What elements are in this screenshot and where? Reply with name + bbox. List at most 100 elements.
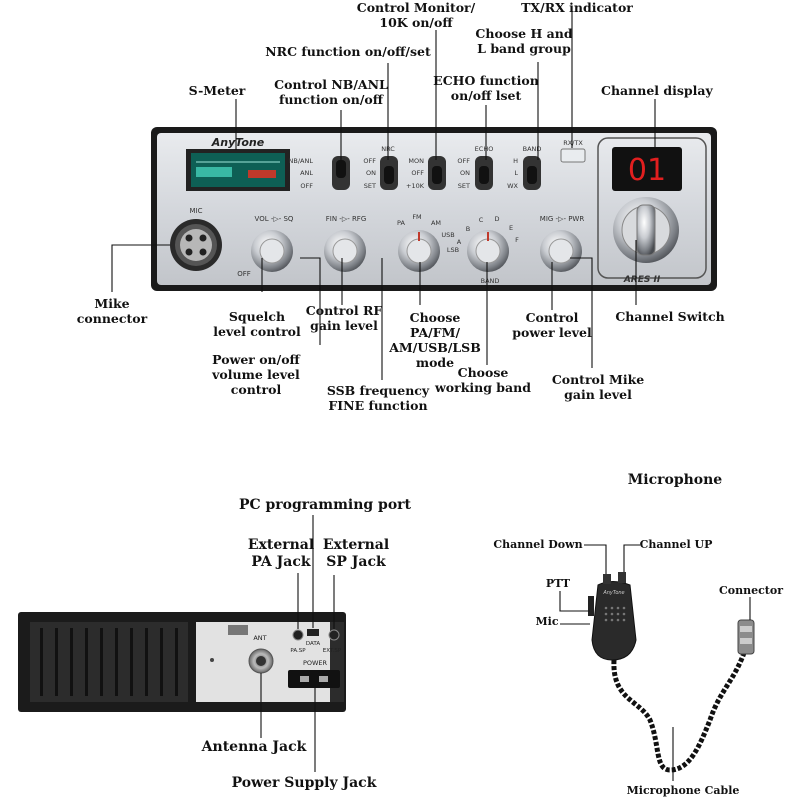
callout-mike-connector: Mike connector	[76, 296, 148, 326]
ext-sp-jack[interactable]	[328, 629, 340, 641]
fin-rfg-label: FIN -▷- RFG	[326, 215, 367, 223]
mic-connector	[170, 219, 222, 271]
callout-channel-switch: Channel Switch	[615, 309, 725, 324]
callout-power-onoff: Power on/off volume level control	[212, 352, 300, 397]
callout-ext-sp: External SP Jack	[322, 537, 390, 570]
sw2-label-2: ON	[366, 169, 376, 177]
callout-s-meter: S-Meter	[188, 83, 246, 98]
switch-monitor[interactable]: MON OFF +10K	[406, 156, 446, 190]
vol-sq-label: VOL -▷- SQ	[255, 215, 294, 223]
band-labels: B C D E F	[466, 215, 519, 244]
band-b: B	[466, 225, 470, 233]
sw3-label-3: +10K	[406, 182, 425, 190]
power-label: POWER	[303, 659, 328, 667]
rear-screw	[210, 658, 214, 662]
brand-logo: AnyTone	[211, 136, 265, 149]
callout-channel-down: Channel Down	[493, 538, 583, 551]
ptt-button[interactable]	[588, 596, 594, 616]
mic-grille	[604, 606, 626, 622]
callout-ptt: PTT	[545, 577, 571, 590]
callout-choose-mode: Choose PA/FM/ AM/USB/LSB mode	[389, 310, 481, 370]
callout-squelch: Squelch level control	[213, 309, 301, 339]
pa-sp-jack[interactable]	[292, 629, 304, 641]
data-label: DATA	[306, 641, 320, 647]
leader-lines-rear	[260, 515, 335, 772]
mic-connector-plug	[737, 619, 755, 655]
callout-control-monitor: Control Monitor/ 10K on/off	[356, 0, 476, 30]
sw2-label-3: SET	[364, 182, 376, 190]
leader-lines-front	[111, 12, 656, 380]
ant-label: ANT	[253, 634, 266, 642]
channel-display: 01	[628, 153, 666, 188]
band-label: BAND	[481, 277, 500, 285]
switch-echo[interactable]: ECHO OFF ON SET	[457, 145, 493, 190]
rear-vent	[228, 625, 248, 635]
microphone-body	[588, 572, 637, 661]
callout-connector: Connector	[719, 584, 783, 597]
sw3-label-2: OFF	[411, 169, 424, 177]
callout-ext-pa: External PA Jack	[247, 537, 315, 570]
power-jack[interactable]	[288, 670, 340, 688]
sw5-title: BAND	[523, 145, 542, 153]
volume-squelch-knob[interactable]	[251, 230, 293, 272]
ext-sp-label: EXT.SP	[323, 648, 342, 654]
switch-nb-anl[interactable]: NB/ANL ANL OFF	[289, 156, 350, 190]
mode-pa: PA	[397, 219, 406, 227]
rf-gain-knob[interactable]	[324, 230, 366, 272]
channel-switch[interactable]	[613, 197, 679, 263]
rxtx-label: RX/TX	[563, 139, 583, 147]
mode-knob[interactable]	[398, 230, 440, 272]
heatsink-fins	[40, 628, 178, 696]
callout-mic: Mic	[535, 615, 559, 628]
callout-antenna: Antenna Jack	[201, 739, 307, 755]
callout-control-nb-anl: Control NB/ANL function on/off	[274, 77, 388, 107]
mic-gain-power-knob[interactable]	[540, 230, 582, 272]
callout-echo-function: ECHO function on/off lset	[433, 73, 539, 103]
rear-panel	[18, 612, 346, 712]
callout-channel-up: Channel UP	[639, 538, 713, 551]
band-c: C	[479, 216, 484, 224]
mic-label: MIC	[190, 207, 203, 215]
callout-channel-display: Channel display	[601, 83, 713, 98]
callout-choose-h-l: Choose H and L band group	[475, 26, 573, 56]
callout-mic-cable: Microphone Cable	[626, 784, 740, 797]
off-label: OFF	[237, 270, 251, 278]
channel-window	[597, 137, 707, 279]
mig-pwr-label: MIG -▷- PWR	[540, 215, 585, 223]
callout-control-rf: Control RF gain level	[305, 303, 383, 333]
mode-lsb: LSB	[447, 246, 459, 254]
band-d: D	[494, 215, 499, 223]
sw1-label-2: ANL	[300, 169, 313, 177]
sw1-label-3: OFF	[300, 182, 313, 190]
sw5-label-3: WX	[507, 182, 518, 190]
callout-choose-band: Choose working band	[435, 365, 531, 395]
callout-tx-rx-indicator: TX/RX indicator	[521, 0, 633, 15]
sw1-label-1: NB/ANL	[289, 157, 314, 165]
callout-power-supply: Power Supply Jack	[231, 775, 377, 791]
callout-ssb-fine: SSB frequency FINE function	[326, 383, 430, 413]
microphone-title: Microphone	[627, 472, 723, 488]
channel-down-button[interactable]	[603, 574, 611, 584]
sw4-title: ECHO	[475, 145, 494, 153]
sw5-label-1: H	[513, 157, 518, 165]
switch-band[interactable]: BAND H L WX	[507, 145, 541, 190]
sw5-label-2: L	[514, 169, 518, 177]
band-e: E	[509, 224, 513, 232]
pa-sp-label: PA.SP	[290, 648, 306, 654]
sw4-label-2: ON	[460, 169, 470, 177]
model-name: ARES II	[623, 275, 661, 285]
rxtx-indicator	[560, 148, 586, 163]
leader-lines-mic	[559, 544, 751, 781]
data-port[interactable]	[307, 629, 319, 636]
sw2-label-1: OFF	[363, 157, 376, 165]
antenna-jack[interactable]	[248, 648, 274, 674]
callout-nrc-function: NRC function on/off/set	[265, 44, 431, 59]
band-knob[interactable]	[467, 230, 509, 272]
sw3-label-1: MON	[408, 157, 424, 165]
callout-control-power: Control power level	[512, 310, 592, 340]
callout-control-mike-gain: Control Mike gain level	[551, 372, 645, 402]
mode-am: AM	[431, 219, 441, 227]
channel-up-button[interactable]	[618, 572, 626, 583]
microphone-cable	[611, 649, 748, 773]
